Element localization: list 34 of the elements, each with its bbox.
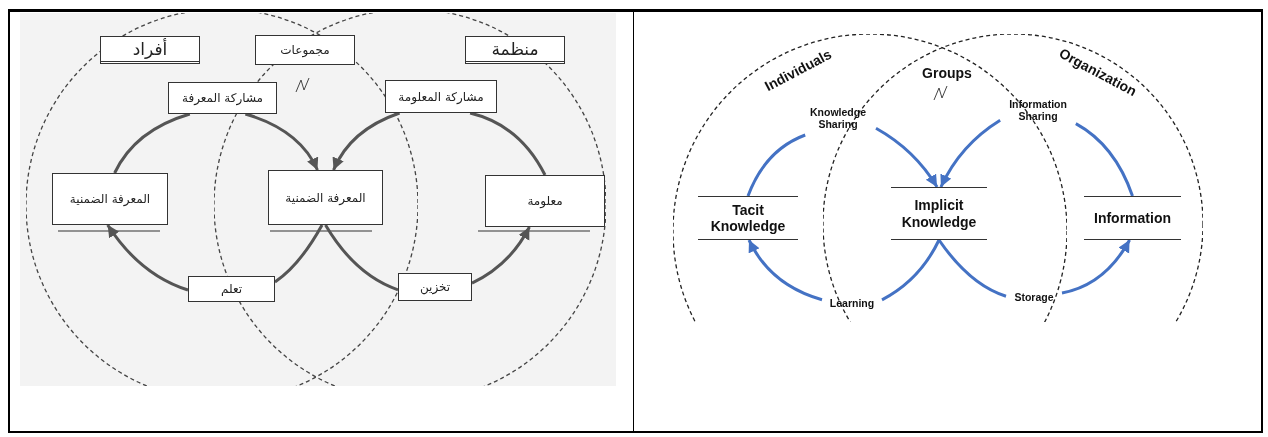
arrow bbox=[875, 126, 939, 188]
connector-line bbox=[469, 111, 547, 176]
node-label: Groups bbox=[912, 63, 982, 83]
connector-line bbox=[1075, 122, 1134, 197]
label-box: تعلم bbox=[188, 276, 275, 302]
connector-line bbox=[937, 239, 1007, 298]
connector-line bbox=[274, 224, 324, 284]
label-box: منظمة bbox=[465, 36, 565, 64]
arrow bbox=[332, 111, 401, 171]
arrow bbox=[747, 239, 823, 302]
label-box: مشاركة المعلومة bbox=[385, 80, 497, 113]
connector-line bbox=[881, 239, 941, 302]
arrow bbox=[1061, 239, 1131, 295]
node-label: Information Sharing bbox=[995, 93, 1081, 127]
node-label: Storage bbox=[1006, 289, 1062, 305]
label-box: المعرفة الضمنية bbox=[268, 170, 383, 225]
ruled-label: Tacit Knowledge bbox=[698, 196, 798, 240]
arrow bbox=[939, 118, 1001, 188]
node-label: Learning bbox=[822, 295, 882, 311]
connector-line bbox=[746, 133, 806, 197]
label-box: المعرفة الضمنية bbox=[52, 173, 168, 225]
connector-line bbox=[113, 112, 191, 174]
arrow bbox=[106, 224, 189, 292]
label-box: مجموعات bbox=[255, 35, 355, 65]
ruled-label: Information bbox=[1084, 196, 1181, 240]
node-label: Knowledge Sharing bbox=[798, 101, 878, 135]
connector-line bbox=[324, 224, 399, 292]
arrow bbox=[471, 226, 531, 285]
label-box: تخزين bbox=[398, 273, 472, 301]
label-box: معلومة bbox=[485, 175, 605, 227]
arrow bbox=[244, 112, 319, 171]
label-box: أفراد bbox=[100, 36, 200, 64]
ruled-label: Implicit Knowledge bbox=[891, 187, 987, 240]
label-box: مشاركة المعرفة bbox=[168, 82, 277, 114]
